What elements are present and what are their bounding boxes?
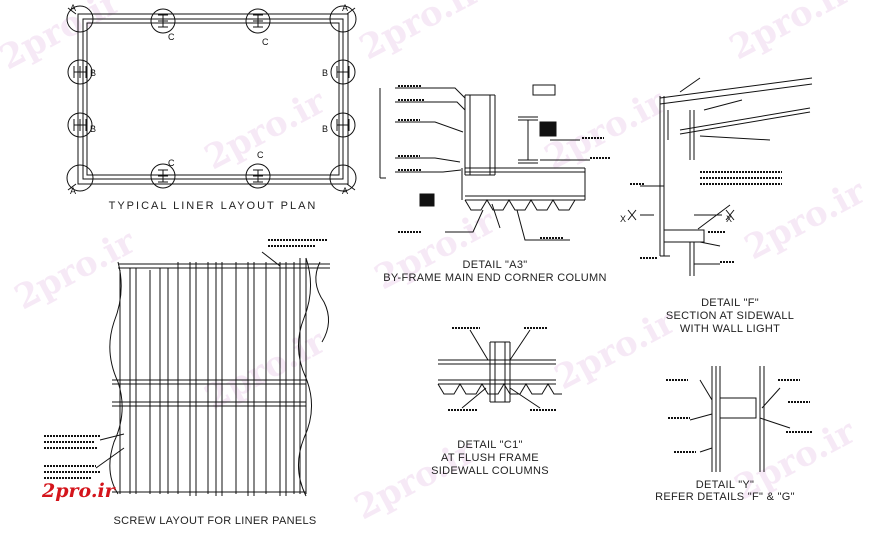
detail-a3-subtitle: BY-FRAME MAIN END CORNER COLUMN [383,272,607,284]
grid-mark-a: A [70,3,76,13]
grid-mark-c: C [262,37,269,47]
detail-y-drawing [666,366,812,472]
detail-c1-title: DETAIL "C1" [457,439,523,451]
grid-mark-c: C [257,150,264,160]
plan-title: TYPICAL LINER LAYOUT PLAN [108,200,318,212]
detail-f-subtitle-2: WITH WALL LIGHT [679,323,781,335]
grid-mark-b: B [90,124,96,134]
detail-c1-subtitle-1: AT FLUSH FRAME [441,452,539,464]
detail-y-subtitle: REFER DETAILS "F" & "G" [655,491,795,503]
detail-f-drawing [627,77,813,276]
grid-mark-c: C [168,158,175,168]
grid-mark-b: B [322,124,328,134]
detail-c1-drawing [437,327,562,411]
grid-mark-c: C [168,32,175,42]
detail-f-title: DETAIL "F" [701,297,759,309]
grid-mark-b: B [90,68,96,78]
section-mark-x: X [726,214,732,224]
screw-layout-title: SCREW LAYOUT FOR LINER PANELS [113,515,317,527]
detail-a3-drawing [379,84,610,241]
liner-layout-plan [66,5,357,192]
screw-layout-drawing [44,239,330,497]
grid-mark-a: A [342,186,348,196]
detail-y-title: DETAIL "Y" [695,479,755,491]
grid-mark-a: A [342,3,348,13]
detail-f-subtitle-1: SECTION AT SIDEWALL [665,310,795,322]
grid-mark-a: A [70,186,76,196]
grid-mark-b: B [322,68,328,78]
detail-c1-subtitle-2: SIDEWALL COLUMNS [431,465,549,477]
brand-logo: 2pro.ir [42,480,115,502]
detail-a3-title: DETAIL "A3" [462,259,528,271]
section-mark-x: X [620,214,626,224]
